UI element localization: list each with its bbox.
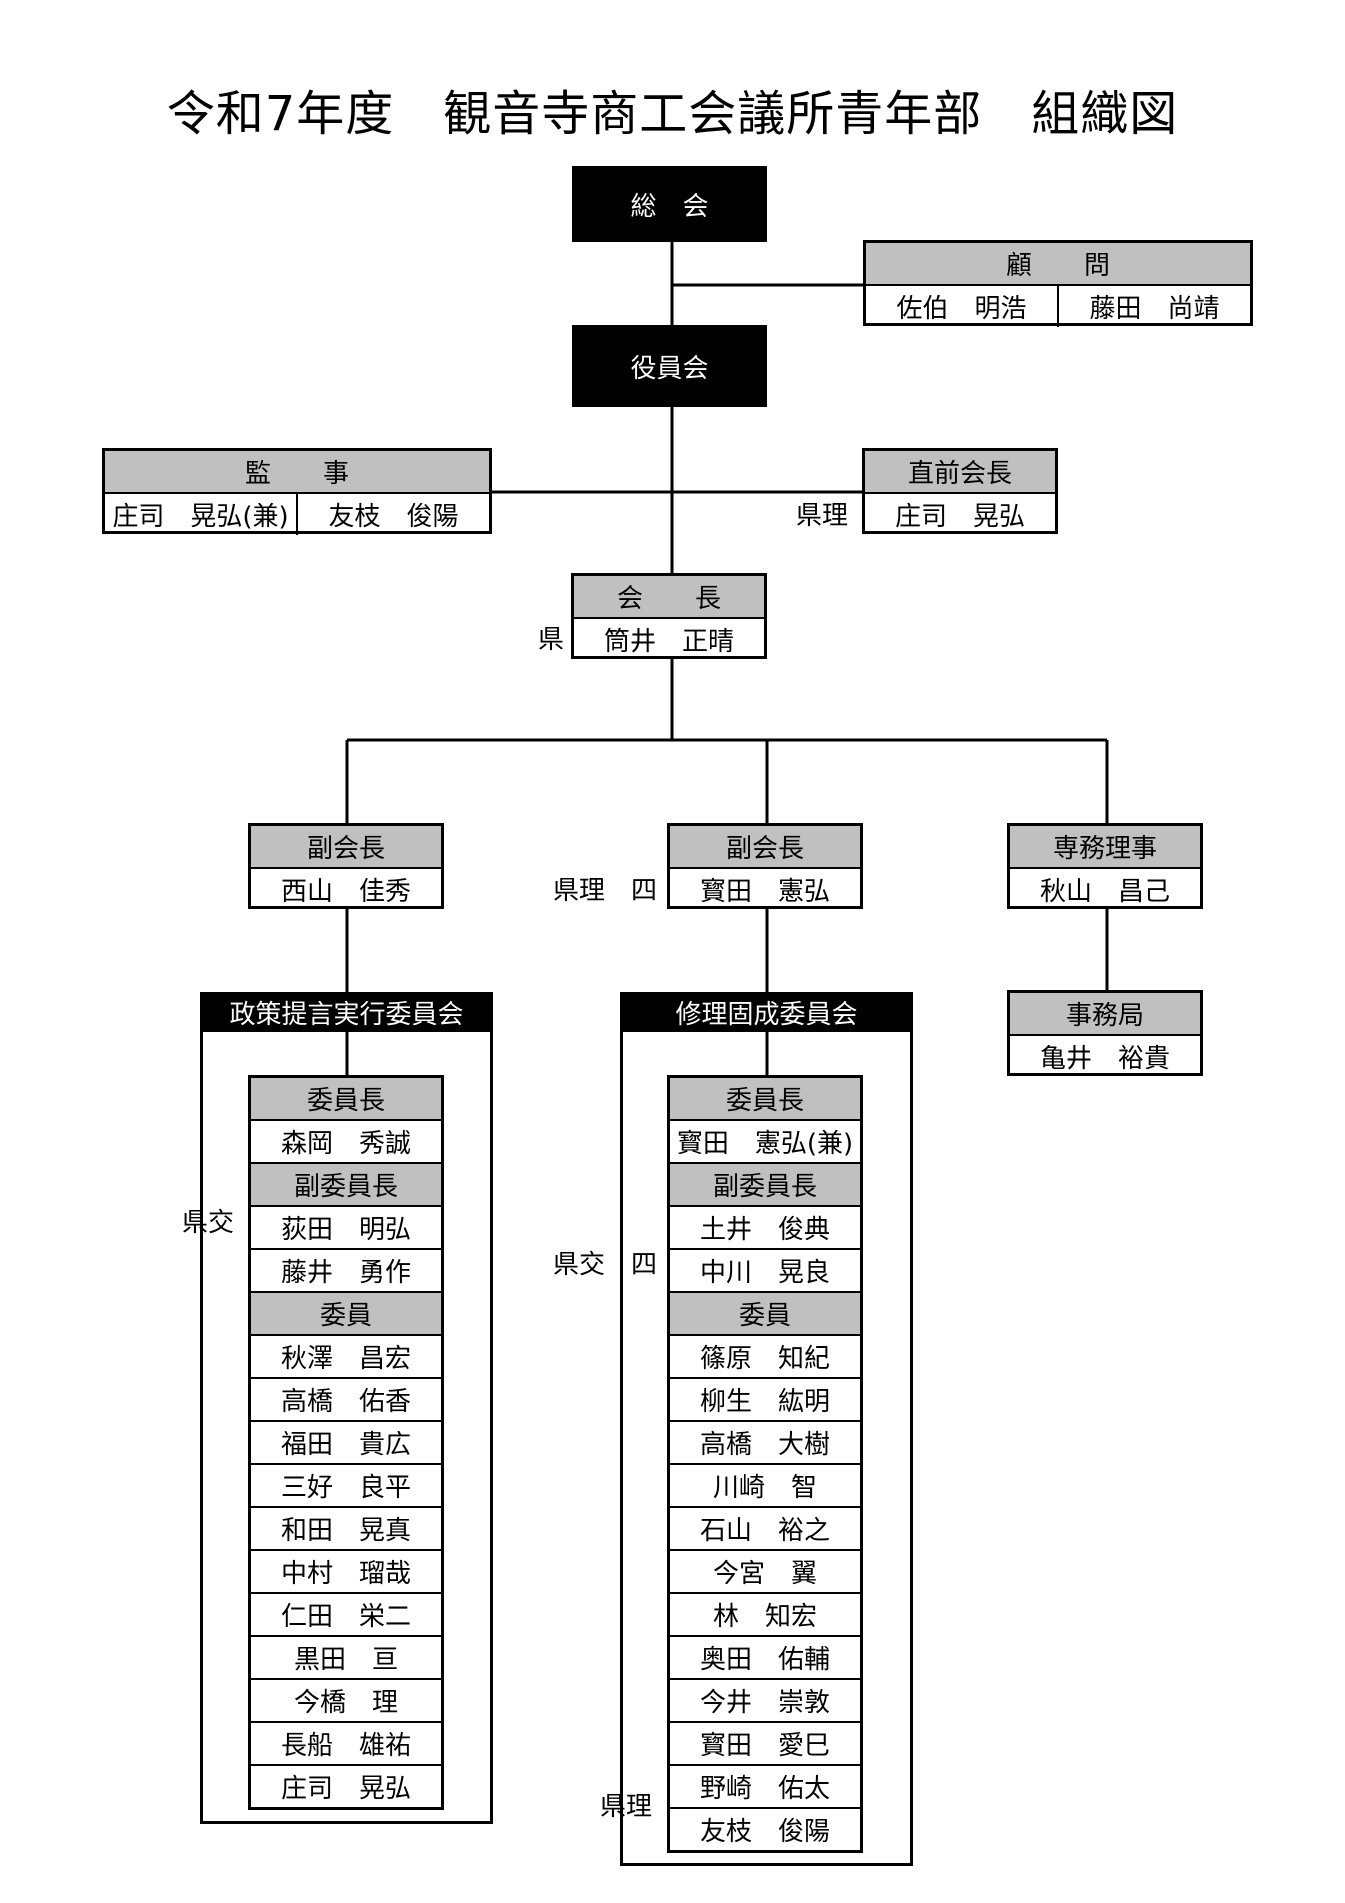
auditor-name: 庄司 晃弘(兼) bbox=[112, 502, 289, 532]
committee-repair-roster: 委員長 寳田 憲弘(兼) 副委員長 土井 俊典 中川 晃良 委員 篠原 知紀 柳… bbox=[667, 1075, 863, 1853]
executive-director-name: 秋山 昌己 bbox=[1010, 867, 1200, 910]
committee-policy-tag: 県交 bbox=[182, 1208, 235, 1238]
advisor-name: 藤田 尚靖 bbox=[1057, 286, 1250, 327]
committee-policy-title: 政策提言実行委員会 bbox=[200, 992, 493, 1032]
member-name: 庄司 晃弘 bbox=[251, 1764, 441, 1807]
vice-chair-name: 藤井 勇作 bbox=[251, 1248, 441, 1291]
member-name: 石山 裕之 bbox=[670, 1506, 860, 1549]
member-name: 今宮 翼 bbox=[670, 1549, 860, 1592]
vice-president-box: 副会長 西山 佳秀 bbox=[248, 823, 444, 909]
member-name: 仁田 栄二 bbox=[251, 1592, 441, 1635]
committee-repair-title: 修理固成委員会 bbox=[620, 992, 913, 1032]
executive-director-header: 専務理事 bbox=[1010, 826, 1200, 867]
auditor-name: 友枝 俊陽 bbox=[296, 494, 489, 535]
chair-name: 寳田 憲弘(兼) bbox=[670, 1119, 860, 1162]
advisors-header: 顧 問 bbox=[866, 243, 1250, 284]
member-name: 林 知宏 bbox=[670, 1592, 860, 1635]
member-name: 黒田 亘 bbox=[251, 1635, 441, 1678]
vice-president-name: 寳田 憲弘 bbox=[670, 867, 860, 910]
member-header: 委員 bbox=[670, 1291, 860, 1334]
vice-president-name: 西山 佳秀 bbox=[251, 867, 441, 910]
vice-president-box: 副会長 寳田 憲弘 bbox=[667, 823, 863, 909]
vice-president-header: 副会長 bbox=[251, 826, 441, 867]
president-header: 会 長 bbox=[574, 576, 764, 617]
past-president-box: 直前会長 庄司 晃弘 bbox=[862, 448, 1058, 534]
member-name: 柳生 紘明 bbox=[670, 1377, 860, 1420]
advisors-box: 顧 問 佐伯 明浩 藤田 尚靖 bbox=[863, 240, 1253, 327]
vice-chair-header: 副委員長 bbox=[670, 1162, 860, 1205]
board-meeting-box: 役員会 bbox=[572, 325, 767, 407]
member-name: 高橋 大樹 bbox=[670, 1420, 860, 1463]
member-name: 篠原 知紀 bbox=[670, 1334, 860, 1377]
member-name: 秋澤 昌宏 bbox=[251, 1334, 441, 1377]
member-name: 福田 貴広 bbox=[251, 1420, 441, 1463]
member-name: 長船 雄祐 bbox=[251, 1721, 441, 1764]
member-name: 友枝 俊陽 bbox=[670, 1807, 860, 1850]
vice-chair-name: 中川 晃良 bbox=[670, 1248, 860, 1291]
member-name: 今橋 理 bbox=[251, 1678, 441, 1721]
vice-chair-name: 荻田 明弘 bbox=[251, 1205, 441, 1248]
vice-chair-header: 副委員長 bbox=[251, 1162, 441, 1205]
committee-policy-roster: 委員長 森岡 秀誠 副委員長 荻田 明弘 藤井 勇作 委員 秋澤 昌宏 高橋 佑… bbox=[248, 1075, 444, 1810]
committee-repair-frame: 修理固成委員会 bbox=[620, 992, 913, 1866]
vice-president-header: 副会長 bbox=[670, 826, 860, 867]
secretariat-header: 事務局 bbox=[1010, 993, 1200, 1034]
auditors-header: 監 事 bbox=[105, 451, 489, 492]
chair-header: 委員長 bbox=[670, 1078, 860, 1119]
vice-chair-name: 土井 俊典 bbox=[670, 1205, 860, 1248]
member-name: 今井 崇敦 bbox=[670, 1678, 860, 1721]
past-president-header: 直前会長 bbox=[865, 451, 1055, 492]
committee-repair-tag: 県交 四 bbox=[553, 1250, 658, 1280]
page-title: 令和7年度 観音寺商工会議所青年部 組織図 bbox=[166, 86, 1179, 142]
past-president-name: 庄司 晃弘 bbox=[865, 492, 1055, 535]
member-name: 中村 瑠哉 bbox=[251, 1549, 441, 1592]
general-meeting-box: 総 会 bbox=[572, 166, 767, 242]
member-name: 三好 良平 bbox=[251, 1463, 441, 1506]
member-name: 寳田 愛巳 bbox=[670, 1721, 860, 1764]
president-name: 筒井 正晴 bbox=[574, 617, 764, 660]
member-header: 委員 bbox=[251, 1291, 441, 1334]
member-name: 和田 晃真 bbox=[251, 1506, 441, 1549]
president-box: 会 長 筒井 正晴 bbox=[571, 573, 767, 659]
member-name: 奥田 佑輔 bbox=[670, 1635, 860, 1678]
secretariat-box: 事務局 亀井 裕貴 bbox=[1007, 990, 1203, 1076]
president-tag: 県 bbox=[538, 625, 565, 655]
committee-policy-frame: 政策提言実行委員会 bbox=[200, 992, 493, 1824]
auditors-box: 監 事 庄司 晃弘(兼) 友枝 俊陽 bbox=[102, 448, 492, 535]
member-tag: 県理 bbox=[600, 1792, 653, 1822]
chair-name: 森岡 秀誠 bbox=[251, 1119, 441, 1162]
vice-president-tag: 県理 四 bbox=[553, 876, 658, 906]
secretariat-name: 亀井 裕貴 bbox=[1010, 1034, 1200, 1077]
member-name: 川崎 智 bbox=[670, 1463, 860, 1506]
advisor-name: 佐伯 明浩 bbox=[896, 294, 1027, 324]
executive-director-box: 専務理事 秋山 昌己 bbox=[1007, 823, 1203, 909]
chair-header: 委員長 bbox=[251, 1078, 441, 1119]
past-president-tag: 県理 bbox=[796, 501, 849, 531]
member-name: 野崎 佑太 bbox=[670, 1764, 860, 1807]
member-name: 高橋 佑香 bbox=[251, 1377, 441, 1420]
